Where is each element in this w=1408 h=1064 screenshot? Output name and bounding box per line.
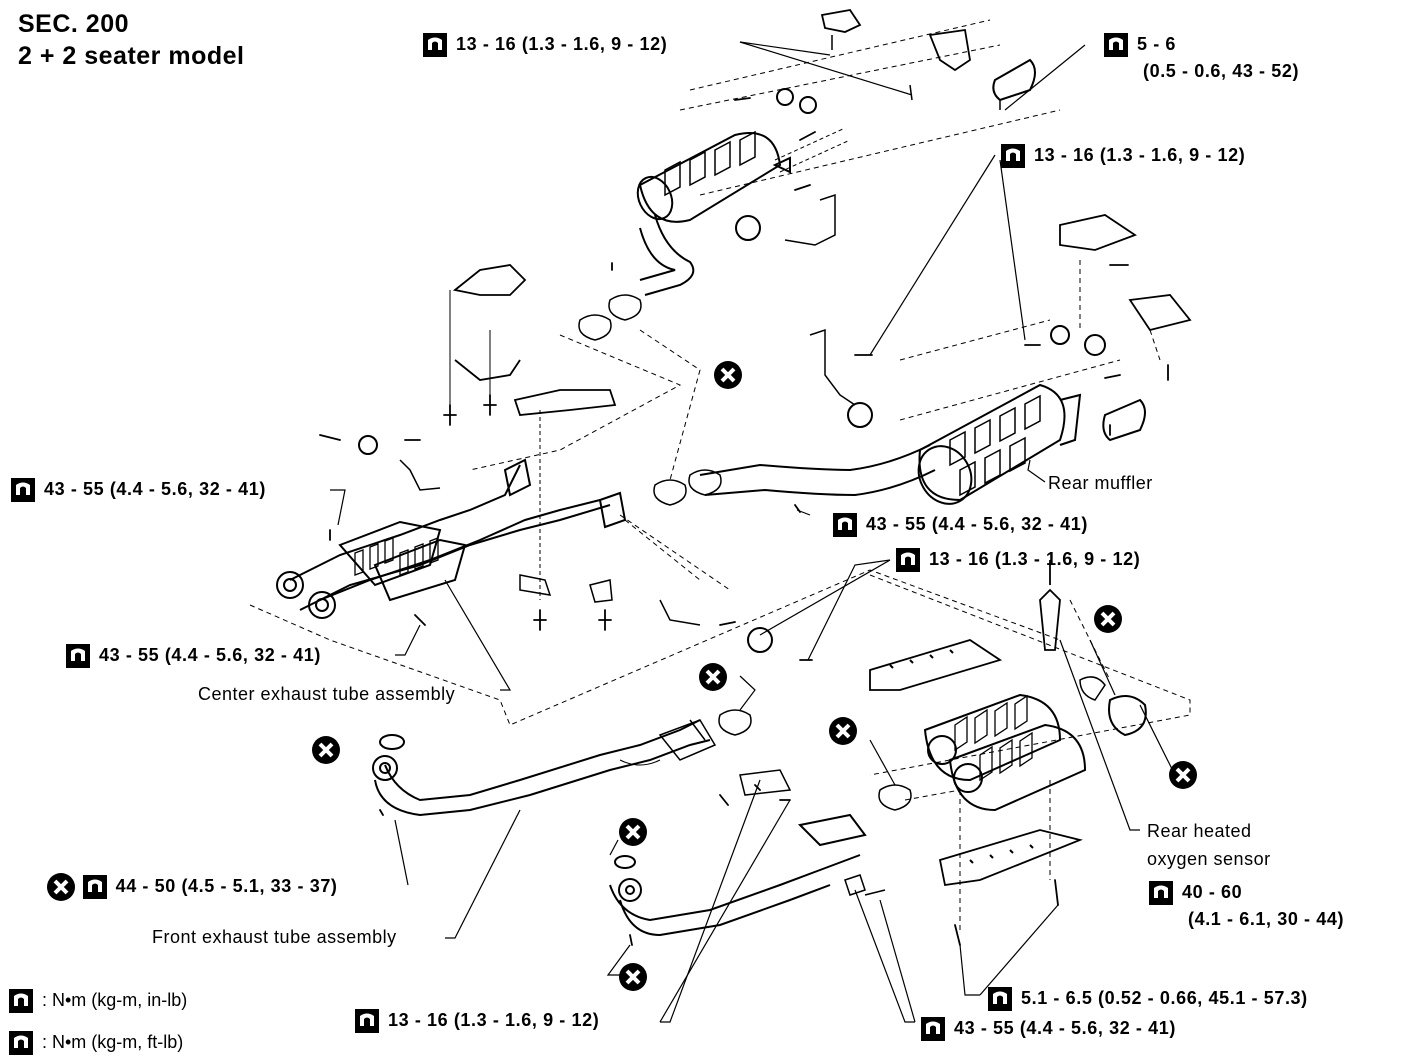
torque-label-bottom-mid: 13 - 16 (1.3 - 1.6, 9 - 12) — [354, 1008, 599, 1034]
torque-wrench-ftlb-icon — [920, 1016, 946, 1042]
do-not-reuse-icon — [618, 817, 648, 847]
torque-wrench-inlb-icon — [1103, 32, 1129, 58]
oxygen-sensor-label-line2: oxygen sensor — [1147, 849, 1271, 869]
torque-label-topright: 5 - 6 — [1103, 32, 1176, 58]
torque-label-sensor-units: (4.1 - 6.1, 30 - 44) — [1188, 909, 1345, 929]
torque-label-bottom-far: 43 - 55 (4.4 - 5.6, 32 - 41) — [920, 1016, 1176, 1042]
do-not-reuse-icon — [1168, 760, 1198, 790]
center-exhaust-tube-label: Center exhaust tube assembly — [198, 684, 456, 704]
do-not-reuse-icon — [311, 735, 341, 765]
rear-muffler-label: Rear muffler — [1048, 473, 1153, 493]
torque-wrench-ftlb-icon — [1000, 143, 1026, 169]
torque-wrench-ftlb-icon — [65, 643, 91, 669]
torque-wrench-ftlb-icon — [1148, 880, 1174, 906]
torque-wrench-inlb-icon — [987, 986, 1013, 1012]
do-not-reuse-icon — [618, 962, 648, 992]
torque-label-front: 44 - 50 (4.5 - 5.1, 33 - 37) — [46, 872, 338, 902]
torque-wrench-inlb-icon — [8, 988, 34, 1014]
main-muffler — [636, 127, 851, 296]
torque-label-mid: 43 - 55 (4.4 - 5.6, 32 - 41) — [832, 512, 1088, 538]
torque-wrench-ftlb-icon — [422, 32, 448, 58]
oxygen-sensor-label-line1: Rear heated — [1147, 821, 1252, 841]
center-exhaust-tube — [276, 458, 627, 619]
torque-label-topright-units: (0.5 - 0.6, 43 - 52) — [1143, 61, 1300, 81]
front-exhaust-tube — [372, 719, 867, 937]
torque-wrench-ftlb-icon — [354, 1008, 380, 1034]
do-not-reuse-icon — [713, 360, 743, 390]
torque-wrench-ftlb-icon — [8, 1030, 34, 1056]
torque-label-mid2: 13 - 16 (1.3 - 1.6, 9 - 12) — [895, 547, 1140, 573]
model-title: 2 + 2 seater model — [18, 42, 245, 70]
torque-label-bottom-right: 5.1 - 6.5 (0.52 - 0.66, 45.1 - 57.3) — [987, 986, 1308, 1012]
front-catalytic-converter — [923, 676, 1147, 812]
do-not-reuse-icon — [1093, 604, 1123, 634]
front-exhaust-tube-label: Front exhaust tube assembly — [152, 927, 397, 947]
torque-label-sensor: 40 - 60 — [1148, 880, 1242, 906]
legend-ftlb: : N•m (kg-m, ft-lb) — [8, 1030, 183, 1056]
do-not-reuse-icon — [46, 872, 76, 902]
tail-pipe-upper — [992, 58, 1036, 102]
torque-label-left-lower: 43 - 55 (4.4 - 5.6, 32 - 41) — [65, 643, 321, 669]
rear-muffler — [917, 383, 1082, 505]
torque-wrench-ftlb-icon — [832, 512, 858, 538]
torque-wrench-ftlb-icon — [10, 477, 36, 503]
section-number: SEC. 200 — [18, 10, 130, 38]
legend-inlb: : N•m (kg-m, in-lb) — [8, 988, 187, 1014]
torque-label-left-upper: 43 - 55 (4.4 - 5.6, 32 - 41) — [10, 477, 266, 503]
torque-wrench-ftlb-icon — [82, 874, 108, 900]
torque-wrench-ftlb-icon — [895, 547, 921, 573]
torque-label-right-hanger: 13 - 16 (1.3 - 1.6, 9 - 12) — [1000, 143, 1245, 169]
do-not-reuse-icon — [828, 716, 858, 746]
torque-label-top: 13 - 16 (1.3 - 1.6, 9 - 12) — [422, 32, 667, 58]
do-not-reuse-icon — [698, 662, 728, 692]
